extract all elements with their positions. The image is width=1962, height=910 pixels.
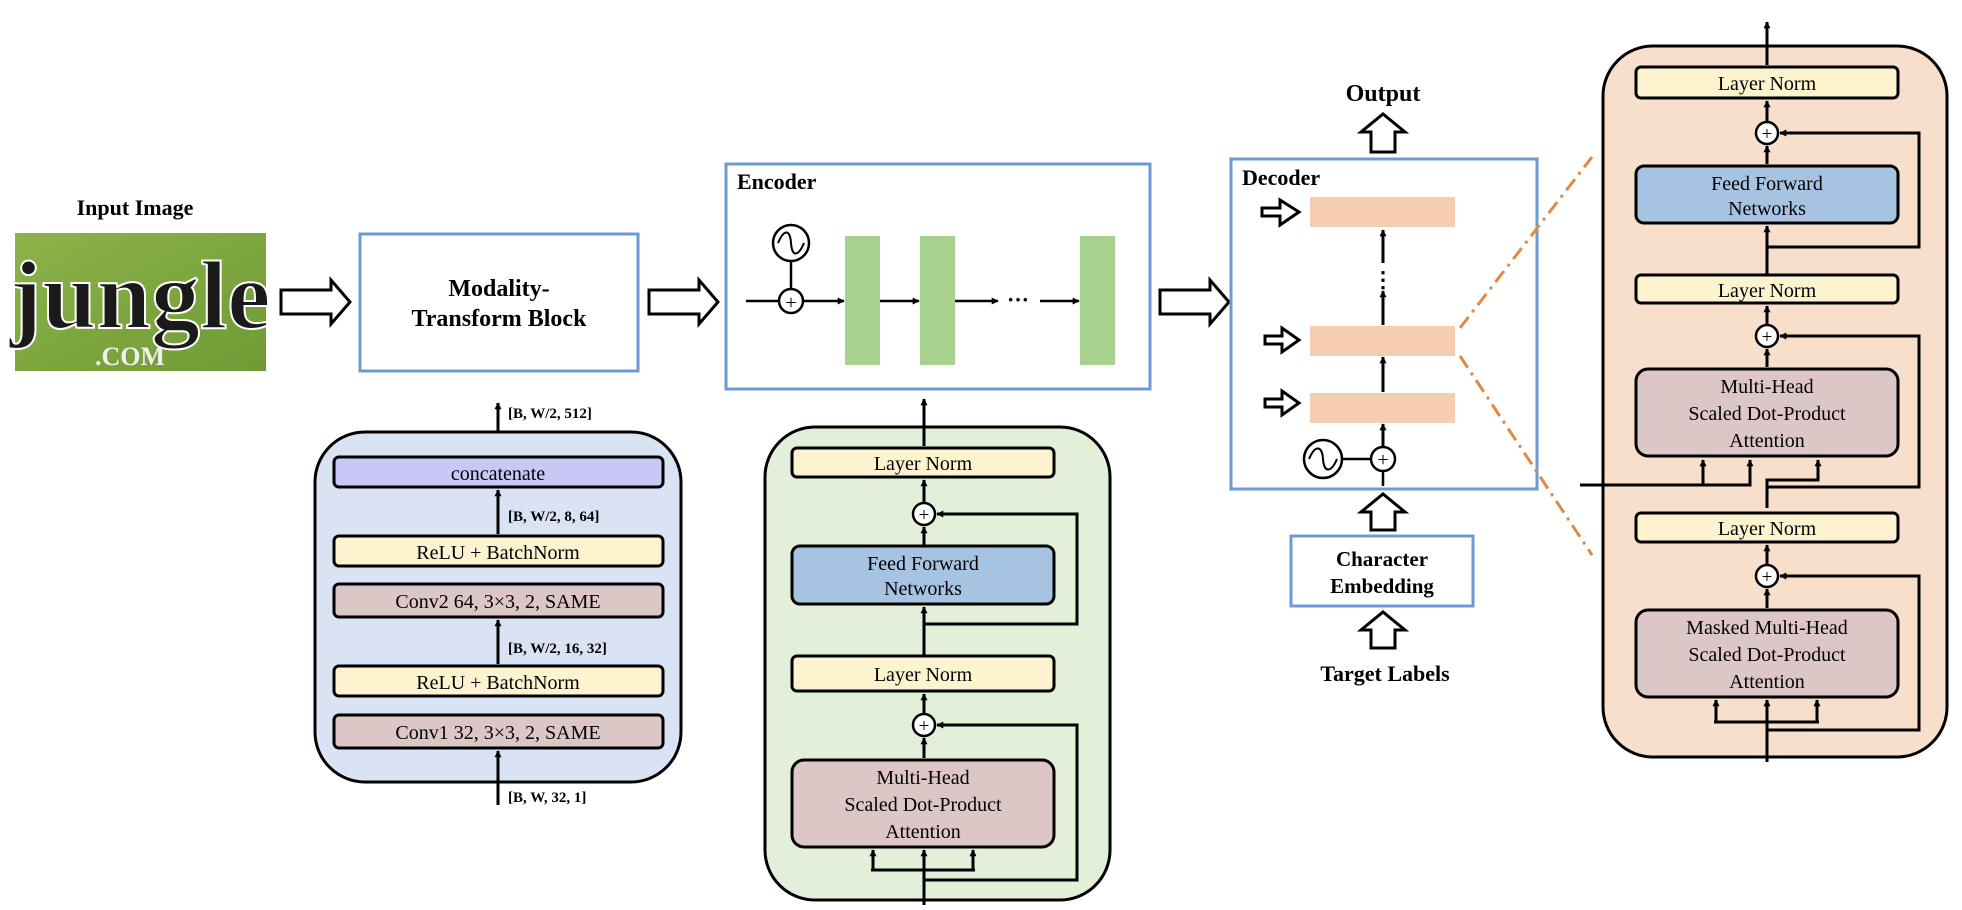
decoder-mha-label-line2: Scaled Dot-Product (1688, 403, 1846, 425)
encoder-add-1-symbol: + (919, 716, 930, 737)
decoder-add-1-symbol: + (1762, 567, 1773, 588)
encoder-ffn-label-line1: Feed Forward (867, 553, 979, 575)
modality-transform-block (358, 232, 640, 373)
input-image: jungle .COM (7, 233, 272, 371)
decoder-add-symbol: + (1377, 449, 1388, 471)
mtb-title-line1: Modality- (448, 276, 549, 302)
encoder-ellipsis: ··· (1007, 287, 1029, 312)
encoder-mha-label-line3: Attention (885, 821, 961, 843)
hollow-arrow-decoder-bar-top (1260, 197, 1302, 228)
encoder-memory-line (1580, 459, 1754, 487)
hollow-arrow-char-embedding-to-decoder (1356, 492, 1410, 532)
decoder-add-2-icon (1754, 323, 1780, 349)
conv1-label: Conv1 32, 3×3, 2, SAME (395, 722, 600, 744)
encoder-layer-norm-bottom-label: Layer Norm (874, 664, 973, 686)
encoder-layer-2 (920, 236, 955, 365)
input-image-word: jungle (8, 242, 270, 350)
decoder-mmha-label-line1: Masked Multi-Head (1686, 617, 1848, 639)
decoder-bar-bottom (1310, 393, 1455, 423)
encoder-title: Encoder (737, 169, 817, 194)
decoder-mha-box (1634, 367, 1900, 458)
decoder-add-3-symbol: + (1762, 124, 1773, 145)
character-embedding-box (1289, 534, 1475, 608)
encoder-layer-norm-top (790, 446, 1056, 479)
conv2-label: Conv2 64, 3×3, 2, SAME (395, 591, 600, 613)
hollow-arrow-output (1356, 112, 1410, 154)
encoder-add-2-icon (911, 501, 937, 527)
conv1-box (332, 713, 665, 750)
decoder-ffn-box (1634, 164, 1900, 225)
decoder-mha-label-line1: Multi-Head (1720, 376, 1813, 398)
encoder-layer-1 (845, 236, 880, 365)
encoder-ffn-box (790, 544, 1056, 606)
relu-batchnorm-2-box (332, 534, 665, 568)
zoom-line-top (1458, 156, 1594, 329)
zoom-line-bottom (1458, 355, 1594, 556)
decoder-layer-norm-1 (1634, 65, 1900, 100)
decoder-add-2-symbol: + (1762, 327, 1773, 348)
decoder-mmha-label-line2: Scaled Dot-Product (1688, 644, 1846, 666)
target-labels-label: Target Labels (1320, 661, 1450, 686)
decoder-add-1-icon (1754, 563, 1780, 589)
decoder-add-3-icon (1754, 120, 1780, 146)
mtb-shape-after-conv1: [B, W/2, 16, 32] (508, 641, 607, 657)
concatenate-box (332, 455, 665, 489)
relu-batchnorm-1-box (332, 664, 665, 698)
relu-batchnorm-2-label: ReLU + BatchNorm (416, 542, 580, 564)
decoder-masked-mha-box (1634, 608, 1900, 699)
encoder-layer-norm-top-label: Layer Norm (874, 453, 973, 475)
decoder-bar-middle (1310, 326, 1455, 356)
hollow-arrow-mtb-to-encoder (647, 275, 720, 329)
encoder-ffn-label-line2: Networks (884, 578, 962, 600)
decoder-layer-norm-2-label: Layer Norm (1718, 280, 1817, 302)
decoder-query-arrow (1765, 459, 1822, 508)
encoder-add-1-icon (911, 712, 937, 738)
encoder-add-symbol: + (785, 292, 796, 314)
decoder-layer-norm-3-label: Layer Norm (1718, 518, 1817, 540)
input-image-subword: .COM (95, 342, 165, 371)
hollow-arrow-input-to-mtb (279, 275, 352, 329)
character-embedding-line2: Embedding (1330, 574, 1434, 598)
encoder-mha-label-line1: Multi-Head (876, 767, 969, 789)
encoder-layer-norm-bottom (790, 654, 1056, 693)
input-image-title: Input Image (77, 195, 194, 220)
mtb-title-line2: Transform Block (412, 306, 588, 332)
decoder-mmha-label-line3: Attention (1729, 671, 1805, 693)
decoder-layer-norm-1-label: Layer Norm (1718, 73, 1817, 95)
mtb-shape-after-conv2: [B, W/2, 8, 64] (508, 509, 599, 525)
conv2-box (332, 582, 665, 619)
relu-batchnorm-1-label: ReLU + BatchNorm (416, 672, 580, 694)
encoder-mha-box (790, 758, 1056, 849)
decoder-mha-label-line3: Attention (1729, 430, 1805, 452)
decoder-vdots: ⋮ (1372, 267, 1394, 292)
decoder-ffn-label-line2: Networks (1728, 198, 1806, 220)
encoder-mha-label-line2: Scaled Dot-Product (844, 794, 1002, 816)
encoder-layer-n (1080, 236, 1115, 365)
decoder-layer-norm-3 (1634, 511, 1900, 544)
encoder-add-2-symbol: + (919, 505, 930, 526)
concatenate-label: concatenate (451, 463, 545, 485)
hollow-arrow-decoder-bar-bottom (1263, 388, 1302, 418)
decoder-layer-norm-2 (1634, 273, 1900, 305)
hollow-arrow-decoder-bar-middle (1263, 325, 1302, 355)
output-label: Output (1346, 81, 1421, 107)
decoder-title: Decoder (1242, 165, 1320, 190)
mtb-output-shape: [B, W/2, 512] (508, 406, 592, 422)
hollow-arrow-target-to-embedding (1356, 610, 1410, 650)
decoder-bar-top (1310, 197, 1455, 227)
decoder-ffn-label-line1: Feed Forward (1711, 173, 1823, 195)
mtb-input-shape: [B, W, 32, 1] (508, 790, 586, 806)
character-embedding-line1: Character (1336, 547, 1428, 571)
hollow-arrow-encoder-to-decoder (1158, 275, 1231, 329)
